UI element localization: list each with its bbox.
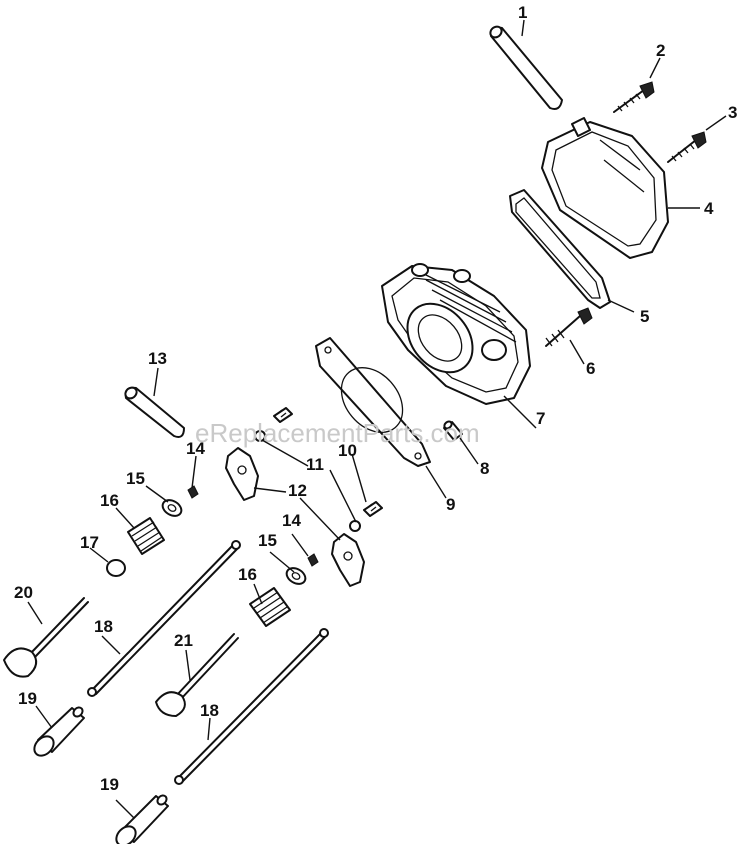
- callout-16-upper: 16: [100, 491, 119, 510]
- callout-20: 20: [14, 583, 33, 602]
- part-12-rocker-arm-lower[interactable]: [331, 533, 365, 587]
- leader-lines: [27, 19, 727, 819]
- callout-19-upper: 19: [18, 689, 37, 708]
- part-5-cover-gasket[interactable]: [509, 189, 611, 309]
- part-10-stud-upper[interactable]: [273, 407, 293, 423]
- callout-12: 12: [288, 481, 307, 500]
- part-19-lifter-upper[interactable]: [31, 706, 85, 760]
- callout-15-lower: 15: [258, 531, 277, 550]
- part-15-spring-cap-upper[interactable]: [160, 497, 184, 519]
- part-20-exhaust-valve[interactable]: [3, 597, 89, 678]
- part-17-cap[interactable]: [106, 559, 126, 577]
- part-18-push-rod-lower[interactable]: [174, 628, 329, 785]
- callout-16-lower: 16: [238, 565, 257, 584]
- part-19-lifter-lower[interactable]: [113, 794, 169, 844]
- part-14-retainer-upper[interactable]: [187, 485, 199, 499]
- part-16-valve-spring-upper[interactable]: [127, 517, 165, 555]
- part-18-push-rod-upper[interactable]: [87, 540, 241, 697]
- part-2-bolt[interactable]: [613, 81, 655, 113]
- callout-8: 8: [480, 459, 489, 478]
- part-11-nut-lower[interactable]: [349, 520, 361, 532]
- callout-1: 1: [518, 3, 527, 22]
- part-10-stud-lower[interactable]: [363, 501, 383, 517]
- callout-21: 21: [174, 631, 193, 650]
- callout-5: 5: [640, 307, 649, 326]
- part-15-spring-cap-lower[interactable]: [284, 565, 308, 587]
- callout-7: 7: [536, 409, 545, 428]
- callout-3: 3: [728, 103, 737, 122]
- part-7-cylinder-head[interactable]: [381, 263, 531, 405]
- callouts: 1 2 3 4 5 6 7 8 9 10 11 12 13 14 14 15 1…: [14, 3, 737, 794]
- callout-17: 17: [80, 533, 99, 552]
- part-1-tube[interactable]: [488, 24, 563, 110]
- part-4-valve-cover[interactable]: [541, 117, 669, 259]
- callout-18-upper: 18: [94, 617, 113, 636]
- part-16-valve-spring-lower[interactable]: [249, 587, 291, 627]
- callout-14-lower: 14: [282, 511, 301, 530]
- part-14-retainer-lower[interactable]: [307, 553, 319, 567]
- part-9-head-gasket[interactable]: [315, 337, 431, 467]
- callout-2: 2: [656, 41, 665, 60]
- part-6-head-bolt[interactable]: [545, 307, 593, 347]
- watermark: eReplacementParts.com: [195, 418, 480, 448]
- callout-4: 4: [704, 199, 714, 218]
- part-12-rocker-arm-upper[interactable]: [225, 447, 259, 501]
- callout-18-lower: 18: [200, 701, 219, 720]
- callout-15-upper: 15: [126, 469, 145, 488]
- part-13-tube[interactable]: [123, 385, 185, 438]
- callout-14-upper: 14: [186, 439, 205, 458]
- callout-9: 9: [446, 495, 455, 514]
- part-21-intake-valve[interactable]: [155, 633, 239, 717]
- part-3-bolt[interactable]: [667, 131, 707, 163]
- part-11-nut-upper[interactable]: [254, 430, 266, 442]
- part-8-dowel-pin[interactable]: [443, 420, 463, 441]
- callout-13: 13: [148, 349, 167, 368]
- callout-6: 6: [586, 359, 595, 378]
- callout-19-lower: 19: [100, 775, 119, 794]
- callout-10: 10: [338, 441, 357, 460]
- callout-11: 11: [306, 455, 324, 474]
